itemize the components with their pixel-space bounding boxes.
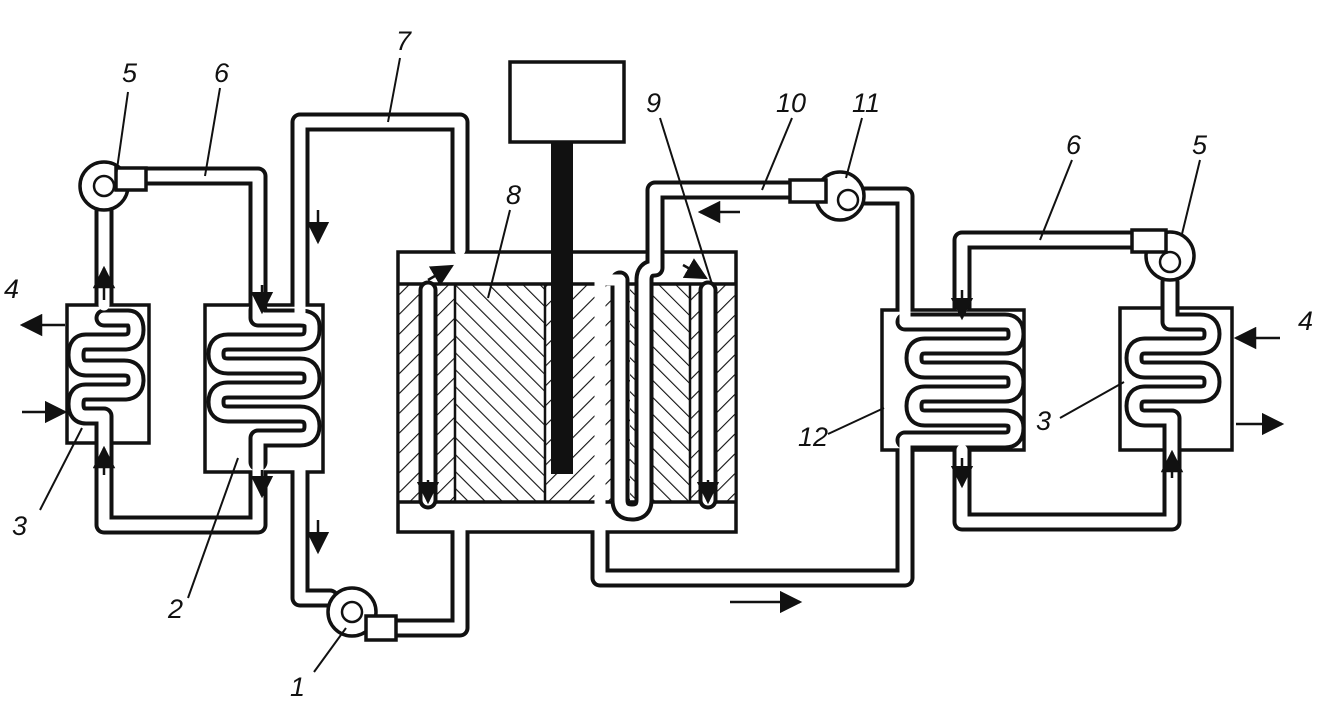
flow-arrows (19, 200, 1285, 614)
label-hx-right: 12 (798, 422, 828, 452)
label-steam-gen-left: 3 (12, 511, 27, 541)
label-hx-left: 2 (167, 594, 183, 624)
label-steam-gen-right: 3 (1036, 406, 1051, 436)
pump-5-right (1130, 228, 1196, 282)
label-pump-sec-left: 5 (122, 58, 138, 88)
label-pipe-sec-left: 6 (214, 58, 230, 88)
labels: 1 2 3 4 5 6 7 8 9 10 11 12 6 5 3 4 (4, 26, 1313, 702)
control-drive-box (508, 60, 626, 144)
pipes-inner (70, 116, 1218, 634)
label-pipe-primary: 7 (396, 26, 412, 56)
label-pump-right: 11 (852, 88, 880, 118)
label-pipe-sec-right: 6 (1066, 130, 1082, 160)
leader-lines (39, 57, 1201, 673)
label-pump-primary: 1 (290, 672, 305, 702)
label-steam-gen-left-io: 4 (4, 274, 19, 304)
label-pipe-outlet: 10 (776, 88, 806, 118)
label-reactor-loop: 9 (646, 88, 661, 118)
label-pump-sec-right: 5 (1192, 130, 1208, 160)
label-reactor-core: 8 (506, 180, 521, 210)
pump-5-left (78, 160, 148, 212)
pump-11 (788, 170, 866, 222)
pump-1 (326, 586, 398, 642)
label-steam-gen-right-io: 4 (1298, 306, 1313, 336)
control-rod (551, 142, 573, 474)
